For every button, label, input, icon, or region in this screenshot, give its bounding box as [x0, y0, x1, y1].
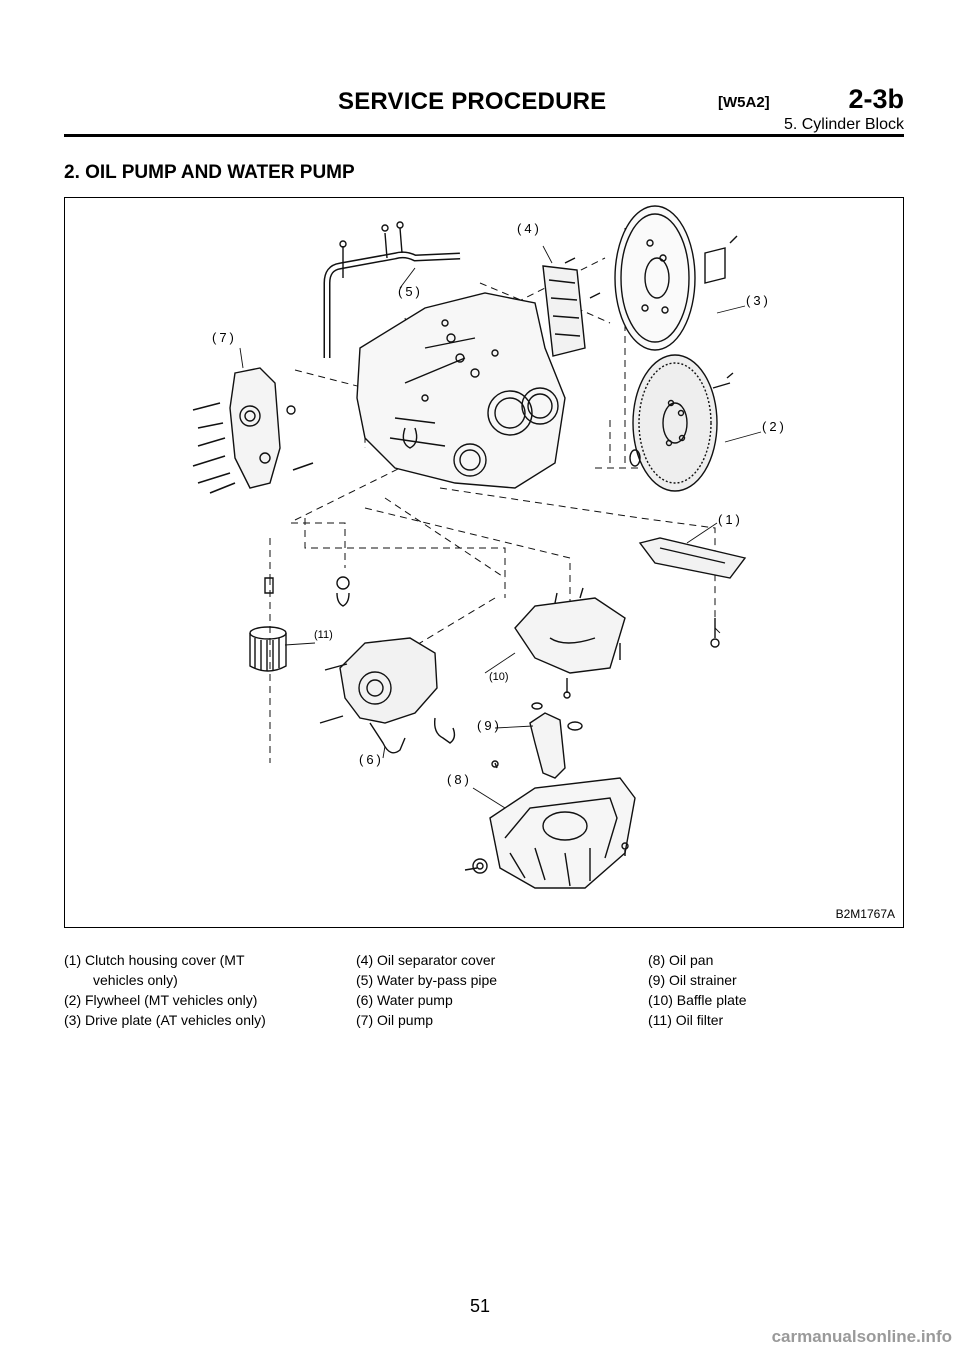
- callout-6: (6): [359, 752, 384, 767]
- baffle-plate: [514, 587, 626, 699]
- water-pump: [319, 637, 456, 754]
- leader-lines: [239, 245, 762, 809]
- oil-filter: [249, 576, 350, 672]
- page-number: 51: [469, 1296, 491, 1316]
- exploded-view-figure: (4) (5) (3) (7) (2) (1) (11) (10) (9) (6…: [64, 197, 904, 928]
- figure-id: B2M1767A: [835, 907, 895, 921]
- legend-item-10: (10) Baffle plate: [648, 992, 747, 1008]
- callout-5: (5): [398, 284, 423, 299]
- flywheel: [629, 354, 734, 492]
- page-header: SERVICE PROCEDURE [W5A2] 2-3b 5. Cylinde…: [64, 30, 904, 137]
- watermark[interactable]: carmanualsonline.info: [771, 1327, 952, 1346]
- callout-4: (4): [517, 221, 542, 236]
- legend-column-1: (1) Clutch housing cover (MT vehicles on…: [64, 950, 266, 1030]
- callout-10: (10): [489, 671, 509, 683]
- oil-pump: [192, 367, 314, 494]
- legend-item-8: (8) Oil pan: [648, 952, 714, 968]
- header-chapter: 2-3b: [848, 84, 904, 114]
- legend-item-11: (11) Oil filter: [648, 1012, 724, 1028]
- header-code: [W5A2]: [718, 94, 770, 111]
- legend-item-9: (9) Oil strainer: [648, 972, 737, 988]
- oil-strainer: [491, 702, 583, 779]
- cylinder-block: [356, 292, 566, 489]
- clutch-housing-cover: [638, 537, 747, 648]
- oil-pan: [464, 777, 636, 889]
- water-bypass-pipe: [323, 221, 461, 358]
- header-title: SERVICE PROCEDURE: [338, 88, 607, 115]
- legend-item-3: (3) Drive plate (AT vehicles only): [64, 1012, 266, 1028]
- callout-9: (9): [477, 718, 502, 733]
- legend-item-7: (7) Oil pump: [356, 1012, 434, 1028]
- legend-item-5: (5) Water by-pass pipe: [356, 972, 498, 988]
- callout-11: (11): [314, 629, 333, 641]
- legend-item-1: (1) Clutch housing cover (MT: [64, 952, 245, 968]
- legend-item-1-cont: vehicles only): [93, 972, 178, 988]
- callout-8: (8): [447, 772, 472, 787]
- legend-column-2: (4) Oil separator cover (5) Water by-pas…: [356, 950, 497, 1030]
- legend-column-3: (8) Oil pan (9) Oil strainer (10) Baffle…: [648, 950, 747, 1030]
- callout-3: (3): [746, 293, 771, 308]
- callout-1: (1): [718, 512, 743, 527]
- engine-exploded-illustration: [192, 205, 762, 889]
- legend-item-4: (4) Oil separator cover: [356, 952, 496, 968]
- legend-item-2: (2) Flywheel (MT vehicles only): [64, 992, 258, 1008]
- callout-2: (2): [762, 419, 787, 434]
- legend-item-6: (6) Water pump: [356, 992, 453, 1008]
- callout-7: (7): [212, 330, 237, 345]
- oil-separator-cover: [542, 257, 601, 357]
- section-title: 2. OIL PUMP AND WATER PUMP: [64, 162, 355, 183]
- drive-plate: [614, 205, 738, 351]
- header-subtitle: 5. Cylinder Block: [783, 116, 904, 133]
